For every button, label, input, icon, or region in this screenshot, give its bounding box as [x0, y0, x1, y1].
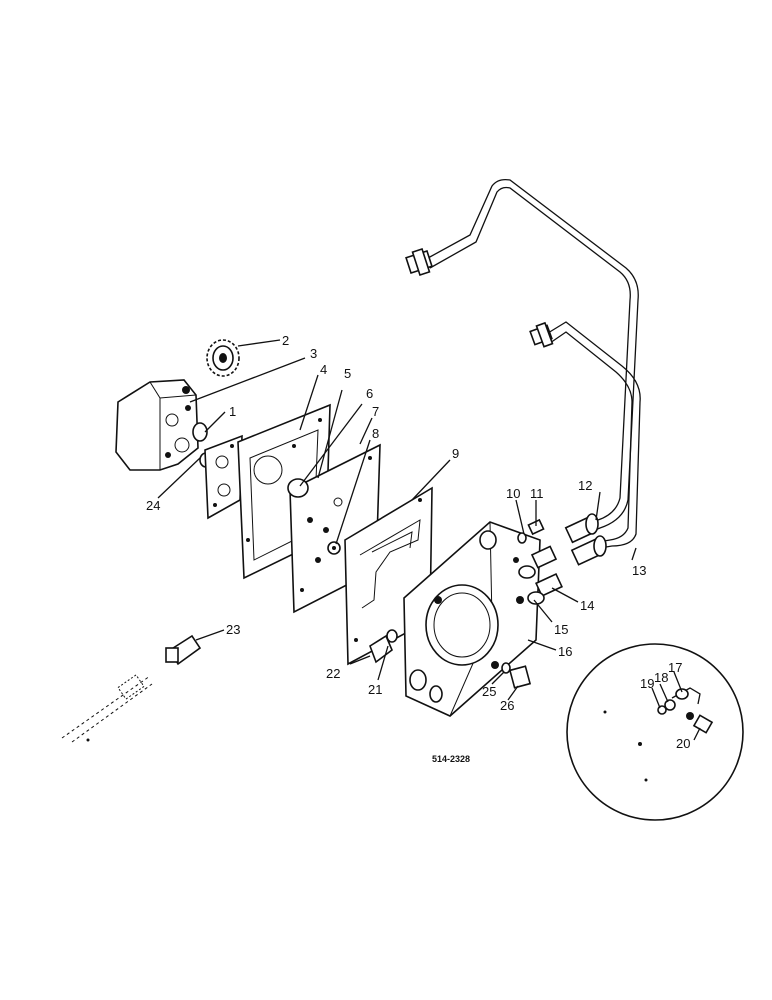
callout-10: 10	[506, 486, 520, 501]
callout-21: 21	[368, 682, 382, 697]
callout-3: 3	[310, 346, 317, 361]
pump-housing	[115, 379, 199, 471]
o-ring	[192, 422, 208, 442]
callout-16: 16	[558, 644, 572, 659]
drive-gear	[206, 339, 240, 377]
callout-5: 5	[344, 366, 351, 381]
leader-lines	[157, 339, 701, 741]
callout-23: 23	[226, 622, 240, 637]
callout-2: 2	[282, 333, 289, 348]
pipe-assembly	[405, 178, 641, 566]
callout-25: 25	[482, 684, 496, 699]
callout-24: 24	[146, 498, 160, 513]
drive-shaft	[61, 674, 153, 743]
callout-9: 9	[452, 446, 459, 461]
callout-labels: 1 2 3 4 5 6 7 8 9 10 11 12 13 14 15 16 1…	[146, 333, 690, 751]
cover-plate	[204, 434, 243, 520]
callout-7: 7	[372, 404, 379, 419]
callout-22: 22	[326, 666, 340, 681]
drawing-code: 514-2328	[432, 754, 470, 764]
callout-14: 14	[580, 598, 594, 613]
callout-19: 19	[640, 676, 654, 691]
callout-6: 6	[366, 386, 373, 401]
callout-4: 4	[320, 362, 327, 377]
callout-26: 26	[500, 698, 514, 713]
callout-11: 11	[530, 486, 544, 501]
callout-13: 13	[632, 563, 646, 578]
callout-17: 17	[668, 660, 682, 675]
callout-15: 15	[554, 622, 568, 637]
callout-8: 8	[372, 426, 379, 441]
callout-18: 18	[654, 670, 668, 685]
callout-1: 1	[229, 404, 236, 419]
pump-body	[403, 521, 541, 717]
detail-inset	[566, 643, 744, 821]
callout-20: 20	[676, 736, 690, 751]
fittings	[165, 518, 563, 689]
callout-12: 12	[578, 478, 592, 493]
